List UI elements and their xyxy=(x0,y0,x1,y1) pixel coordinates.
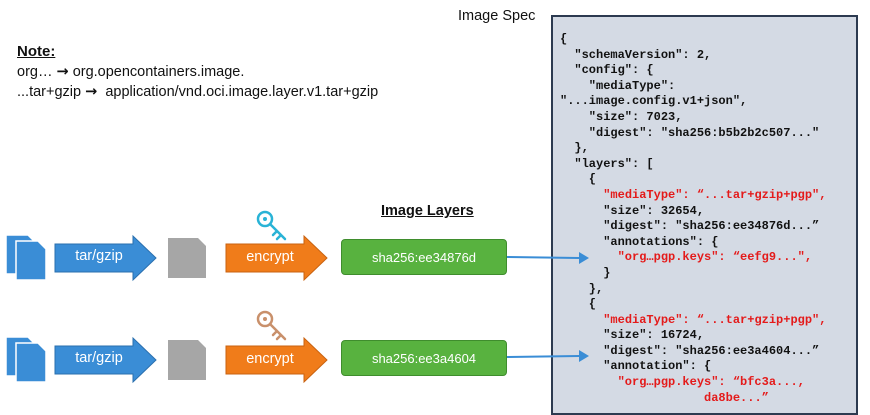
spec-code-line: "digest": "sha256:b5b2b2c507..." xyxy=(560,126,826,142)
tar-gzip-label: tar/gzip xyxy=(75,350,123,366)
spec-code-text xyxy=(560,391,704,405)
spec-code-text: "schemaVersion": 2, xyxy=(560,47,712,62)
spec-code-text: { xyxy=(560,297,597,312)
spec-code-line: "org…pgp.keys": “eefg9...", xyxy=(560,250,826,266)
key-icon-brown xyxy=(256,310,288,344)
spec-code-text: "digest": "sha256:b5b2b2c507..." xyxy=(560,125,820,140)
spec-code-line: "size": 32654, xyxy=(560,204,826,220)
spec-code-line: "config": { xyxy=(560,63,826,79)
spec-code-line: "mediaType": “...tar+gzip+pgp", xyxy=(560,188,826,204)
spec-code-line: }, xyxy=(560,282,826,298)
spec-code-text: "digest": "sha256:ee3a4604...” xyxy=(560,343,820,358)
note-tar-full: application/vnd.oci.image.layer.v1.tar+g… xyxy=(105,84,379,100)
spec-code-text xyxy=(560,188,603,202)
spec-code-line: "mediaType": xyxy=(560,79,826,95)
spec-code-text: { xyxy=(560,172,597,187)
arrow-right-icon: → xyxy=(85,84,98,100)
spec-code-text: "digest": "sha256:ee34876d...” xyxy=(560,219,820,234)
note-title: Note: xyxy=(17,43,56,60)
spec-code-line: { xyxy=(560,32,826,48)
spec-code-line: } xyxy=(560,266,826,282)
spec-code-text: "annotations": { xyxy=(560,234,719,249)
spec-code-text xyxy=(560,313,603,327)
file-stack-icon xyxy=(5,232,52,282)
spec-code-line: "size": 7023, xyxy=(560,110,826,126)
spec-code-line: "digest": "sha256:ee34876d...” xyxy=(560,219,826,235)
layer-digest-box: sha256:ee34876d xyxy=(341,239,507,275)
connector-arrow xyxy=(506,350,589,364)
connector-arrow xyxy=(506,251,589,265)
note-tar-short: ...tar+gzip xyxy=(17,84,82,100)
spec-code-line: "org…pgp.keys": “bfc3a..., xyxy=(560,375,826,391)
spec-code-line: da8be...” xyxy=(560,391,826,407)
spec-code-line: { xyxy=(560,172,826,188)
note-org-short: org… xyxy=(17,64,53,80)
tar-gzip-arrow: tar/gzip xyxy=(54,234,157,282)
tar-gzip-label: tar/gzip xyxy=(75,248,123,264)
spec-code-text: { xyxy=(560,32,568,46)
spec-code-line: "layers": [ xyxy=(560,157,826,173)
spec-code-text: "config": { xyxy=(560,63,654,78)
encrypt-arrow: encrypt xyxy=(225,336,328,384)
spec-code-line: "...image.config.v1+json", xyxy=(560,94,826,110)
layer-digest-box: sha256:ee3a4604 xyxy=(341,340,507,376)
compressed-blob-icon xyxy=(168,238,206,278)
image-layers-title: Image Layers xyxy=(381,203,474,219)
arrow-right-icon: → xyxy=(56,64,69,80)
spec-code-line: "annotation": { xyxy=(560,359,826,375)
spec-code-line: }, xyxy=(560,141,826,157)
spec-code-text: "annotation": { xyxy=(560,359,712,374)
spec-code-line: "size": 16724, xyxy=(560,328,826,344)
spec-code-highlight: da8be...” xyxy=(704,390,769,405)
spec-code-text: "size": 32654, xyxy=(560,203,705,218)
spec-code-line: "schemaVersion": 2, xyxy=(560,48,826,64)
note-line-tar: ...tar+gzip → application/vnd.oci.image.… xyxy=(17,84,378,100)
file-stack-icon xyxy=(5,334,52,384)
note-line-org: org… → org.opencontainers.image. xyxy=(17,64,244,80)
spec-code-line: { xyxy=(560,297,826,313)
encrypt-label: encrypt xyxy=(246,249,294,265)
spec-code-line: "mediaType": “...tar+gzip+pgp", xyxy=(560,313,826,329)
compressed-blob-icon xyxy=(168,340,206,380)
spec-code-highlight: "mediaType": “...tar+gzip+pgp", xyxy=(603,312,827,327)
spec-code-text: "size": 16724, xyxy=(560,328,705,343)
spec-code-text: }, xyxy=(560,141,589,156)
image-spec-title: Image Spec xyxy=(458,8,536,24)
spec-code-highlight: "org…pgp.keys": “bfc3a..., xyxy=(617,375,805,390)
encrypt-label: encrypt xyxy=(246,351,294,367)
tar-gzip-arrow: tar/gzip xyxy=(54,336,157,384)
spec-code-line: "annotations": { xyxy=(560,235,826,251)
spec-code-text: }, xyxy=(560,281,604,296)
spec-code-highlight: "org…pgp.keys": “eefg9...", xyxy=(617,250,813,265)
key-icon-cyan xyxy=(256,210,288,244)
spec-code-highlight: "mediaType": “...tar+gzip+pgp", xyxy=(603,187,827,202)
spec-code-text xyxy=(560,375,618,389)
spec-code-text: "size": 7023, xyxy=(560,109,683,124)
spec-code-text: "layers": [ xyxy=(560,156,654,171)
image-spec-box: { "schemaVersion": 2, "config": { "media… xyxy=(551,15,858,415)
spec-code-text: } xyxy=(560,265,611,280)
spec-code-text: "...image.config.v1+json", xyxy=(560,94,748,109)
encrypt-arrow: encrypt xyxy=(225,234,328,282)
spec-code-text: "mediaType": xyxy=(560,78,676,93)
spec-code-line: "digest": "sha256:ee3a4604...” xyxy=(560,344,826,360)
note-org-full: org.opencontainers.image. xyxy=(72,64,245,80)
image-spec-json: { "schemaVersion": 2, "config": { "media… xyxy=(560,32,826,406)
